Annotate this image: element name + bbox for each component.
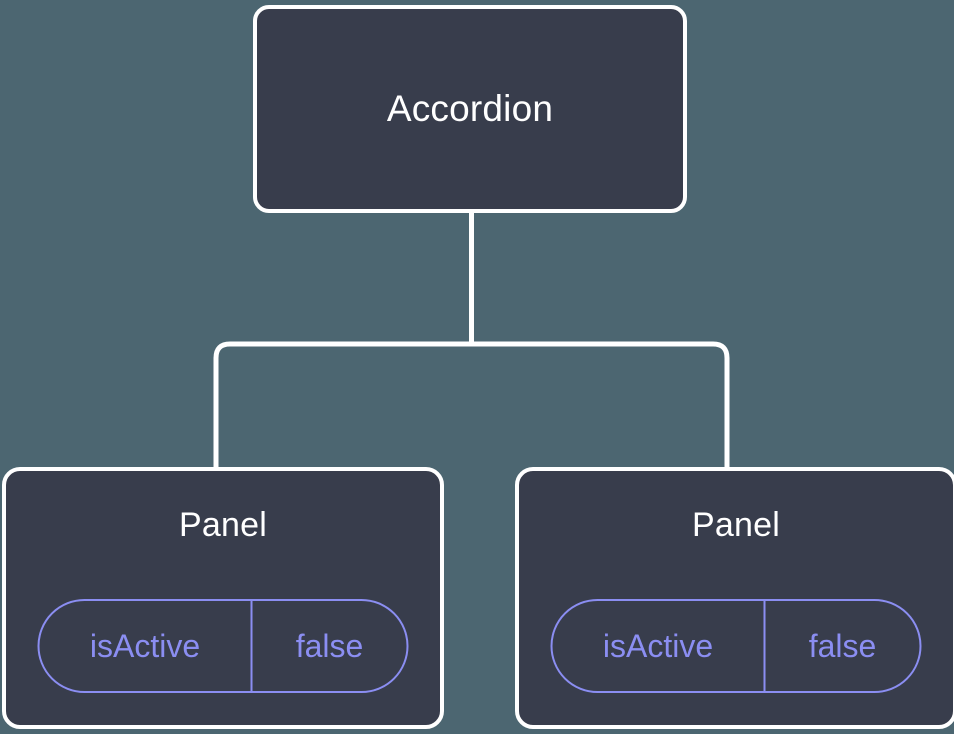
- node-panel-2[interactable]: Panel isActive false: [515, 467, 954, 729]
- prop-value-isactive-1: false: [295, 628, 364, 664]
- prop-key-isactive-2: isActive: [553, 601, 766, 691]
- prop-pill-isactive-2[interactable]: isActive false: [550, 599, 922, 693]
- node-accordion-title: Accordion: [386, 87, 554, 129]
- prop-key-isactive-1: isActive: [40, 601, 253, 691]
- node-accordion[interactable]: Accordion: [253, 5, 687, 213]
- node-panel-1-title: Panel: [179, 506, 267, 544]
- node-panel-2-title: Panel: [692, 506, 780, 544]
- node-panel-1[interactable]: Panel isActive false: [2, 467, 444, 729]
- prop-pill-isactive-1[interactable]: isActive false: [37, 599, 409, 693]
- connector-branch-right: [471, 341, 730, 472]
- connector-branch-left: [213, 341, 472, 472]
- prop-value-isactive-2: false: [808, 628, 877, 664]
